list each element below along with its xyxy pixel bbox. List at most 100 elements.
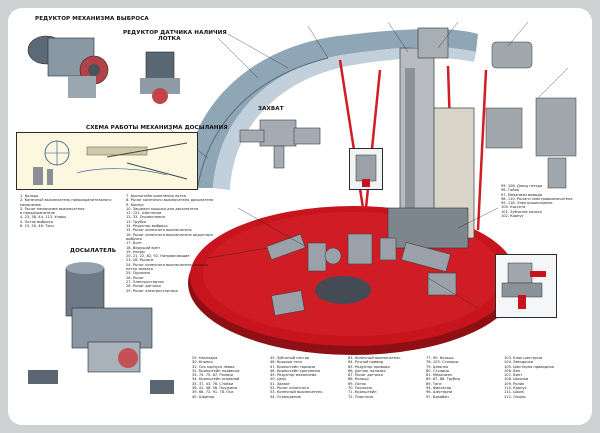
legend-item: 89. Тяги xyxy=(426,381,442,386)
label-capture: ЗАХВАТ xyxy=(258,106,284,112)
guide-rail-arch xyxy=(183,29,478,190)
legend-item: механизма xyxy=(20,202,41,207)
legend-item: 72. Пластина xyxy=(348,394,374,399)
legend-item: 66. Датчик наличия xyxy=(348,368,386,373)
rammer-scheme-drawing xyxy=(33,140,188,185)
rammer-illustration xyxy=(28,262,174,394)
label-reducer-sensor: РЕДУКТОР ДАТЧИКА НАЛИЧИЯ xyxy=(123,30,227,36)
legend-item: 35. 37. 43. 76. Стойки xyxy=(192,381,234,386)
label-reducer-sensor-line2: ЛОТКА xyxy=(158,36,181,42)
reducer-sensor-illustration xyxy=(140,51,180,104)
legend-item: в предохранителе xyxy=(20,211,55,216)
legend-item: 13. Трубка xyxy=(126,219,147,224)
right-parts xyxy=(485,41,577,189)
legend-item: 99. 118. Электрошпиндели xyxy=(501,201,553,206)
legend-item: 79. Шпонка xyxy=(426,364,448,369)
legend-item: 3. Рычаг механизма выключателя xyxy=(20,206,85,211)
legend-item: 19. Упоры xyxy=(126,249,145,254)
legend-item: 2. Конечный выключатель предохранительно… xyxy=(20,198,112,203)
legend-item: 23. 28. Рычаги xyxy=(126,258,154,263)
legend-item: 5. Лоток выброса xyxy=(20,219,53,224)
legend-item: 97. Барабан xyxy=(426,394,449,399)
legend-item: 65. Редуктор привода xyxy=(348,364,390,369)
legend-item: 67. Рычаг датчика xyxy=(348,373,383,378)
legend-item: 49. Редуктор механизма xyxy=(270,373,317,378)
legend-item: 107. Винт xyxy=(504,373,523,378)
detail-inset xyxy=(495,254,557,318)
legend-item: 102. Корпус xyxy=(501,214,524,219)
legend-item: 53. Конечный выключатель xyxy=(270,390,323,395)
legend-item: 10. Защелки крышки для досылателя xyxy=(126,206,198,211)
legend-item: 16. Рычаг конечного выключателя редуктор… xyxy=(126,232,213,237)
legend-item: 108. Шпонки xyxy=(504,377,529,382)
legend-item: 29. Накладка xyxy=(192,356,218,360)
legend-item: 64. Ручной привод xyxy=(348,360,384,365)
legend-item: 110. Корпус xyxy=(504,386,527,391)
legend-item: 34. Кронштейн основной xyxy=(192,377,240,382)
legend-item: 32. Кронштейн подвески xyxy=(192,368,240,373)
legend-item: 45. Зубчатый сектор xyxy=(270,356,310,360)
legend-item: 39. 68. 72. 91. 78. Оси xyxy=(192,390,234,395)
legend-item: 78. 103. Стопоры xyxy=(426,360,459,365)
legend-item: 14. Редуктор выброса xyxy=(126,224,168,229)
legend-item: 20. 21, 22, 82, 92. Направляющие xyxy=(126,254,190,259)
central-column xyxy=(387,27,475,249)
legend-item: 71. Кронштейн xyxy=(348,390,377,395)
zoom-box xyxy=(349,148,383,190)
legend-item: 96. Гайка xyxy=(501,188,519,193)
legend-item: 26. Рычаг xyxy=(126,275,145,280)
legend-item: 112. Опоры xyxy=(504,394,526,399)
legend-item: 33. 74. 75. 87. Ролики xyxy=(192,373,233,378)
legend-item: 31. Ось корпуса левая xyxy=(192,364,235,369)
legend-item: 98. 110. Рычаги электровыключателя xyxy=(501,196,573,201)
legend-item: 46. Крышка тяги xyxy=(270,360,302,365)
legend-item: 6. 15, 30, 46. Тяги xyxy=(20,224,54,229)
legend-item: 48. Кронштейн крепления xyxy=(270,368,321,373)
legend-item: 106. Вал xyxy=(504,368,521,373)
legend-item: выброса xyxy=(126,236,142,241)
legend-item: 100. Кассета xyxy=(501,205,526,210)
legend-item: 111. Шкив xyxy=(504,390,524,395)
legend-item: 85. 87. 88. Трубки xyxy=(426,377,460,382)
legend-item: лотка захвата xyxy=(126,267,153,272)
legend-item: 96. Шестерни xyxy=(426,390,453,395)
legend-item: 63. Конечный выключатель xyxy=(348,356,401,360)
legend-item: 9. Корпус xyxy=(126,202,145,207)
legend-item: 70. Пружина xyxy=(348,386,373,391)
legend-item: 29. Рычаг электростартера xyxy=(126,288,178,293)
legend-item: 1. Кольцо xyxy=(20,194,39,198)
legend-item: 81. Механизм xyxy=(426,373,452,378)
label-reducer-ejection: РЕДУКТОР МЕХАНИЗМА ВЫБРОСА xyxy=(35,16,149,22)
legend-item: 17. Болт xyxy=(126,241,142,246)
legend-item: 80. Ступица xyxy=(426,368,449,373)
legend-item: 109. Ролик xyxy=(504,381,525,386)
legend-item: 36. 41. 48. 56. Пружины xyxy=(192,386,238,391)
legend-item: 30. Кнопка xyxy=(192,360,213,365)
zoom-box-drawing xyxy=(355,154,377,187)
legend-item: 15. Рычаг конечного выключателя xyxy=(126,228,192,233)
capture-illustration xyxy=(239,119,321,169)
legend-item: 69. Лоток xyxy=(348,381,367,386)
legend-item: 11. 121. Шестерни xyxy=(126,211,162,216)
reducer-ejection-illustration xyxy=(27,35,109,98)
legend-item: 103. Блок шестерни xyxy=(504,356,543,360)
legend-item: 68. Кольцо xyxy=(348,377,369,382)
mechanism-illustration xyxy=(27,21,577,394)
legend-item: 24. Рычаг конечного выключателя реверса xyxy=(126,262,209,267)
label-rammer-scheme: СХЕМА РАБОТЫ МЕХАНИЗМА ДОСЫЛАНИЯ xyxy=(86,125,228,131)
poster: РЕДУКТОР МЕХАНИЗМА ВЫБРОСА РЕДУКТОР ДАТЧ… xyxy=(8,8,592,425)
legend-item: 94. Фиксатор xyxy=(426,386,452,391)
legend-item: 40. Шарнир xyxy=(192,394,215,399)
legend-item: 47. Кронштейн тормоза xyxy=(270,364,316,369)
legend-item: 97. Механизм вывода xyxy=(501,192,542,197)
legend-item: 27. Электростартер xyxy=(126,279,164,284)
legend-item: 52. Рычаг конечного xyxy=(270,386,309,391)
